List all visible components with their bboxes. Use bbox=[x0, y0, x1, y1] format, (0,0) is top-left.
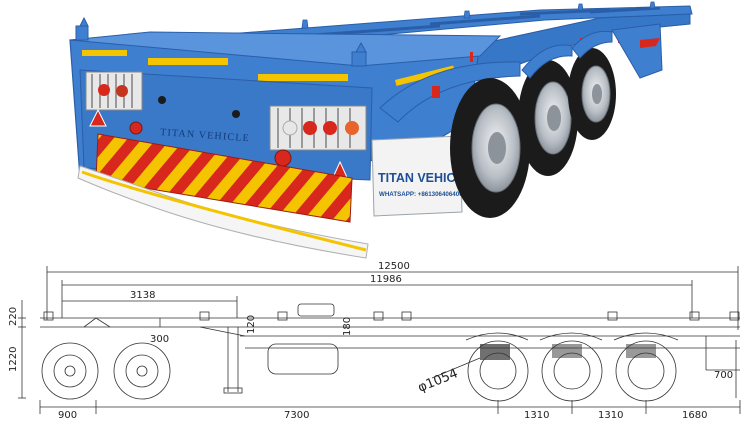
rear-deck bbox=[69, 31, 502, 67]
dim-wheel-dia: φ1054 bbox=[416, 366, 460, 396]
side-view-drawing bbox=[18, 266, 741, 414]
dim-rear-overhang: 1680 bbox=[682, 410, 707, 421]
plate-title: TITAN VEHICLE bbox=[378, 171, 472, 185]
left-light-cage bbox=[85, 71, 143, 111]
dim-front-to-axle: 7300 bbox=[284, 410, 309, 421]
dim-front-overhang: 900 bbox=[58, 410, 77, 421]
rear-underride-bar bbox=[77, 165, 369, 259]
dim-coupling-height: 220 bbox=[8, 307, 19, 326]
dim-deck-height: 1220 bbox=[8, 347, 19, 372]
dim-overall-length: 12500 bbox=[378, 261, 410, 272]
dim-kingpin-offset: 3138 bbox=[130, 290, 155, 301]
plate-contact: WHATSAPP: +8613064064064 bbox=[379, 191, 467, 198]
chevron-bumper bbox=[95, 133, 353, 223]
dim-beam-height-2: 180 bbox=[342, 317, 353, 336]
warning-triangle-left bbox=[89, 108, 107, 127]
dim-beam-height-1: 120 bbox=[246, 315, 257, 334]
dim-frame-length: 11986 bbox=[370, 274, 402, 285]
wheel-2 bbox=[518, 60, 578, 176]
dim-axle-spacing-2: 1310 bbox=[598, 410, 623, 421]
fender bbox=[379, 61, 521, 123]
dim-kingpin-dia: 300 bbox=[150, 334, 169, 345]
mud-flap bbox=[371, 135, 463, 217]
trailer-photo: TITAN VEHICLE TITAN VEHICLE WHATSAPP: +8… bbox=[69, 1, 693, 259]
wheel-3 bbox=[568, 48, 616, 140]
wheel-1 bbox=[450, 78, 530, 218]
dim-rear-height: 700 bbox=[714, 370, 733, 381]
dim-axle-spacing-1: 1310 bbox=[524, 410, 549, 421]
right-light-cage bbox=[269, 105, 367, 151]
